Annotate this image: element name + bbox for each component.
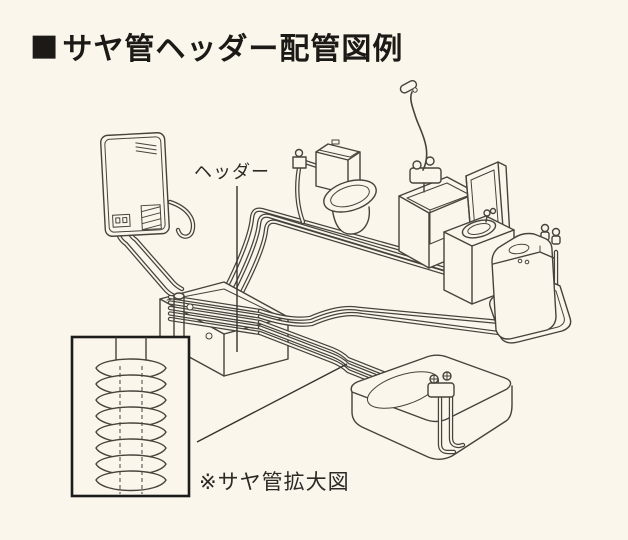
toilet-body bbox=[315, 139, 377, 235]
pipe-run-to-laundry bbox=[260, 308, 506, 334]
heater-grille bbox=[140, 204, 162, 231]
manifold-port bbox=[186, 303, 194, 311]
sheath-pipe-drawing bbox=[95, 337, 167, 494]
title-square-marker: ■ bbox=[30, 28, 60, 63]
shower-head-icon bbox=[399, 79, 418, 94]
inset-leader-line bbox=[196, 363, 348, 443]
inset-caption: ※サヤ管拡大図 bbox=[199, 470, 350, 494]
heater-vent-slats bbox=[135, 142, 157, 155]
heater-control-panel bbox=[112, 213, 131, 228]
bath-faucet bbox=[409, 156, 442, 193]
title-text: サヤ管ヘッダー配管図例 bbox=[62, 32, 404, 67]
basin-faucet bbox=[483, 207, 497, 223]
toilet bbox=[292, 139, 377, 235]
tub-faucet bbox=[427, 371, 463, 452]
header-manifold bbox=[159, 281, 289, 377]
tub-faucet-handles bbox=[429, 371, 452, 384]
sheath-pipe-inset bbox=[70, 335, 191, 498]
shower-hose bbox=[409, 91, 428, 171]
header-label: ヘッダー bbox=[194, 162, 270, 183]
manifold-port bbox=[205, 332, 213, 340]
toilet-supply-pipe bbox=[297, 162, 317, 222]
water-heater bbox=[100, 132, 170, 237]
toilet-shutoff-valve bbox=[292, 148, 307, 169]
inner-pipe-hidden-lines bbox=[119, 366, 143, 494]
washing-machine bbox=[491, 232, 557, 340]
page-title: ■ サヤ管ヘッダー配管図例 bbox=[30, 24, 403, 68]
